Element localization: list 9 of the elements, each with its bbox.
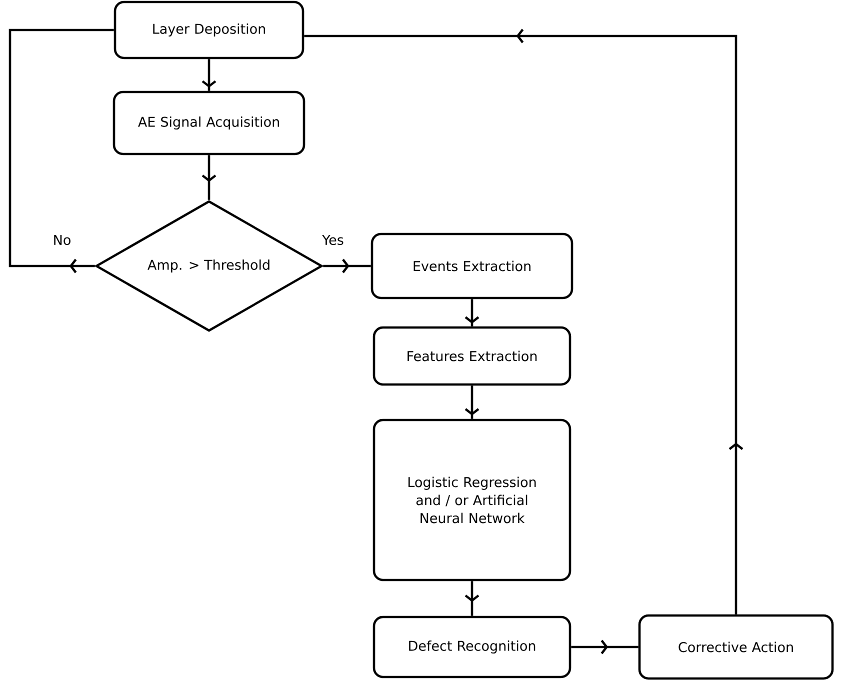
process-box: Logistic Regression and / or Artificial Neural Network	[372, 418, 572, 582]
process-box: Corrective Action	[638, 614, 834, 680]
edge-label: Yes	[321, 234, 345, 246]
process-box: Features Extraction	[372, 326, 572, 386]
process-box: Defect Recognition	[372, 616, 572, 678]
edge-label: No	[52, 234, 72, 246]
process-box: Layer Deposition	[114, 0, 304, 60]
process-box: AE Signal Acquisition	[112, 90, 306, 156]
process-box: Events Extraction	[370, 232, 574, 300]
